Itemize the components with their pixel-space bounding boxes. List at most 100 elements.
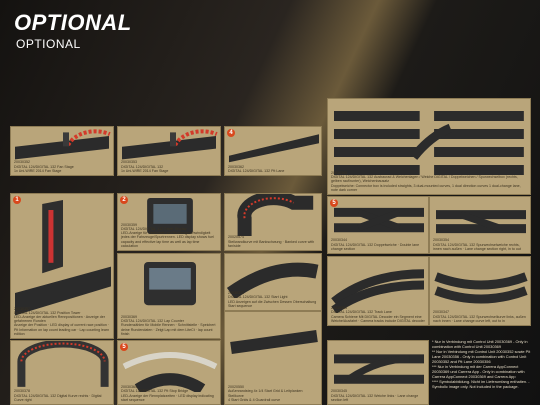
footnote: *** Nur in Verbindung mit der Carrera Ap… <box>432 363 525 379</box>
caption-line: 20020574 <box>228 235 244 240</box>
footnote: **** Symbolabbildung. Nicht im Lieferumf… <box>432 378 530 389</box>
caption-line: 20030359 <box>121 222 137 227</box>
caption-line: Camera Schiene Mit DIGITAL Decoder ein S… <box>331 314 425 323</box>
caption-line: DIGITAL 124/DIGITAL 132 Start Light <box>228 295 288 300</box>
caption-line: LED-Anzeige für Tankinhalt und Rundenges… <box>121 231 214 248</box>
footnotes: * Nur in Verbindung mit Control Unit 200… <box>432 339 536 390</box>
caption-line: 4 Start Grids & 4 Guardrail curve <box>228 397 281 402</box>
caption-line: Doppelweiche: Connector box is included … <box>331 183 521 192</box>
caption-line: 20030345 <box>331 389 347 394</box>
caption-line: Steilwandkurve mit Bankschwung · Banked … <box>228 239 315 248</box>
product-illustration <box>226 262 319 298</box>
caption-line: 20030347 <box>433 310 449 315</box>
caption-line: DIGITAL 124/DIGITAL 132 Pit Lane <box>228 168 285 173</box>
caption-line: 20030344 <box>331 238 347 243</box>
caption-line: DIGITAL 124/DIGITAL 132 <box>121 164 164 169</box>
caption-line: 20020550 <box>228 385 244 390</box>
caption-line: Rundenzählen für Mobile Rennen · Schnitt… <box>121 323 216 336</box>
product-illustration <box>15 200 111 316</box>
number-badge: 4 <box>227 129 235 137</box>
product-illustration <box>122 352 218 392</box>
product-illustration <box>334 207 424 233</box>
caption-line: DIGITAL 124/DIGITAL 132 Spurwechselkurve… <box>433 314 526 323</box>
caption-line: 1x Uni-WIRE 2014 Fan Stage <box>121 168 169 173</box>
caption-line: DIGITAL 124/DIGITAL 132 Doppelweiche · D… <box>331 242 420 251</box>
footnote: * Nur in Verbindung mit Control Unit 200… <box>432 339 528 349</box>
caption-line: LED-Anzeige der aktuellen Rennpositionen… <box>14 314 105 324</box>
caption-line: 20030352 <box>14 160 30 165</box>
caption-line: LED Anzeigen auf die Zwischen Dessen Obe… <box>228 299 317 308</box>
number-badge: 2 <box>120 196 128 204</box>
caption-line: 20030354 <box>433 238 449 243</box>
caption-line: 20030357 <box>14 306 30 311</box>
product-illustration <box>436 210 526 234</box>
caption-line: DIGITAL 124/DIGITAL 132 Lap Counter <box>121 319 184 324</box>
caption-line: 20030363 <box>331 306 347 311</box>
product-illustration <box>17 341 109 387</box>
caption-line: DIGITAL 124/DIGITAL 132 Track Lane <box>331 310 392 315</box>
caption-line: DIGITAL 124/DIGITAL 132 Ausbaurad & Weic… <box>331 175 518 184</box>
caption-line: DIGITAL 124/DIGITAL 132 Digital Kurve re… <box>14 393 102 402</box>
caption-line: DIGITAL 124/DIGITAL 132 Spurwechselweich… <box>433 242 521 251</box>
caption-line: DIGITAL 124/DIGITAL 132 Position Tower <box>14 310 81 315</box>
caption-line: 20030369 <box>121 314 137 319</box>
product-illustration <box>229 134 319 163</box>
number-badge: 5 <box>330 199 338 207</box>
product-illustration <box>434 272 528 304</box>
caption-line: LED-Anzeige der Rennplatzzeiten · LED di… <box>121 393 214 402</box>
caption-line: DIGITAL 124/DIGITAL 132 Driver Display <box>121 226 187 231</box>
caption-line: 20030364 <box>121 385 137 390</box>
product-illustration <box>334 111 524 175</box>
product-illustration <box>147 198 193 234</box>
product-illustration <box>230 330 318 354</box>
number-badge: 1 <box>13 196 21 204</box>
product-illustration <box>334 354 424 384</box>
footnote: ** Nur in Verbindung mit Control Unit 20… <box>432 349 531 364</box>
caption-line: 20030362 <box>228 164 244 169</box>
product-illustration <box>15 129 111 160</box>
caption-line: Außenrandsteg 4x 1/4 Start Grid & Leitpl… <box>228 389 303 398</box>
caption-line: 1x Uni-WIRE 2014 Fan Stage <box>14 168 62 173</box>
caption-line: DIGITAL 124/DIGITAL 132 Weiche links · L… <box>331 393 419 402</box>
caption-line: 20030371 <box>228 291 244 296</box>
caption-line: Anzeige der Position · LED display of cu… <box>14 323 110 336</box>
page-title: OPTIONAL <box>14 10 132 35</box>
caption-line: DIGITAL 124/DIGITAL 132 Pit Stop Bridge <box>121 389 189 394</box>
product-illustration <box>122 129 218 160</box>
product-illustration <box>144 262 196 306</box>
page-subtitle: OPTIONAL <box>16 37 81 51</box>
product-illustration <box>331 269 425 313</box>
caption-line: DIGITAL 124/DIGITAL 132 Fan Stage <box>14 164 74 169</box>
